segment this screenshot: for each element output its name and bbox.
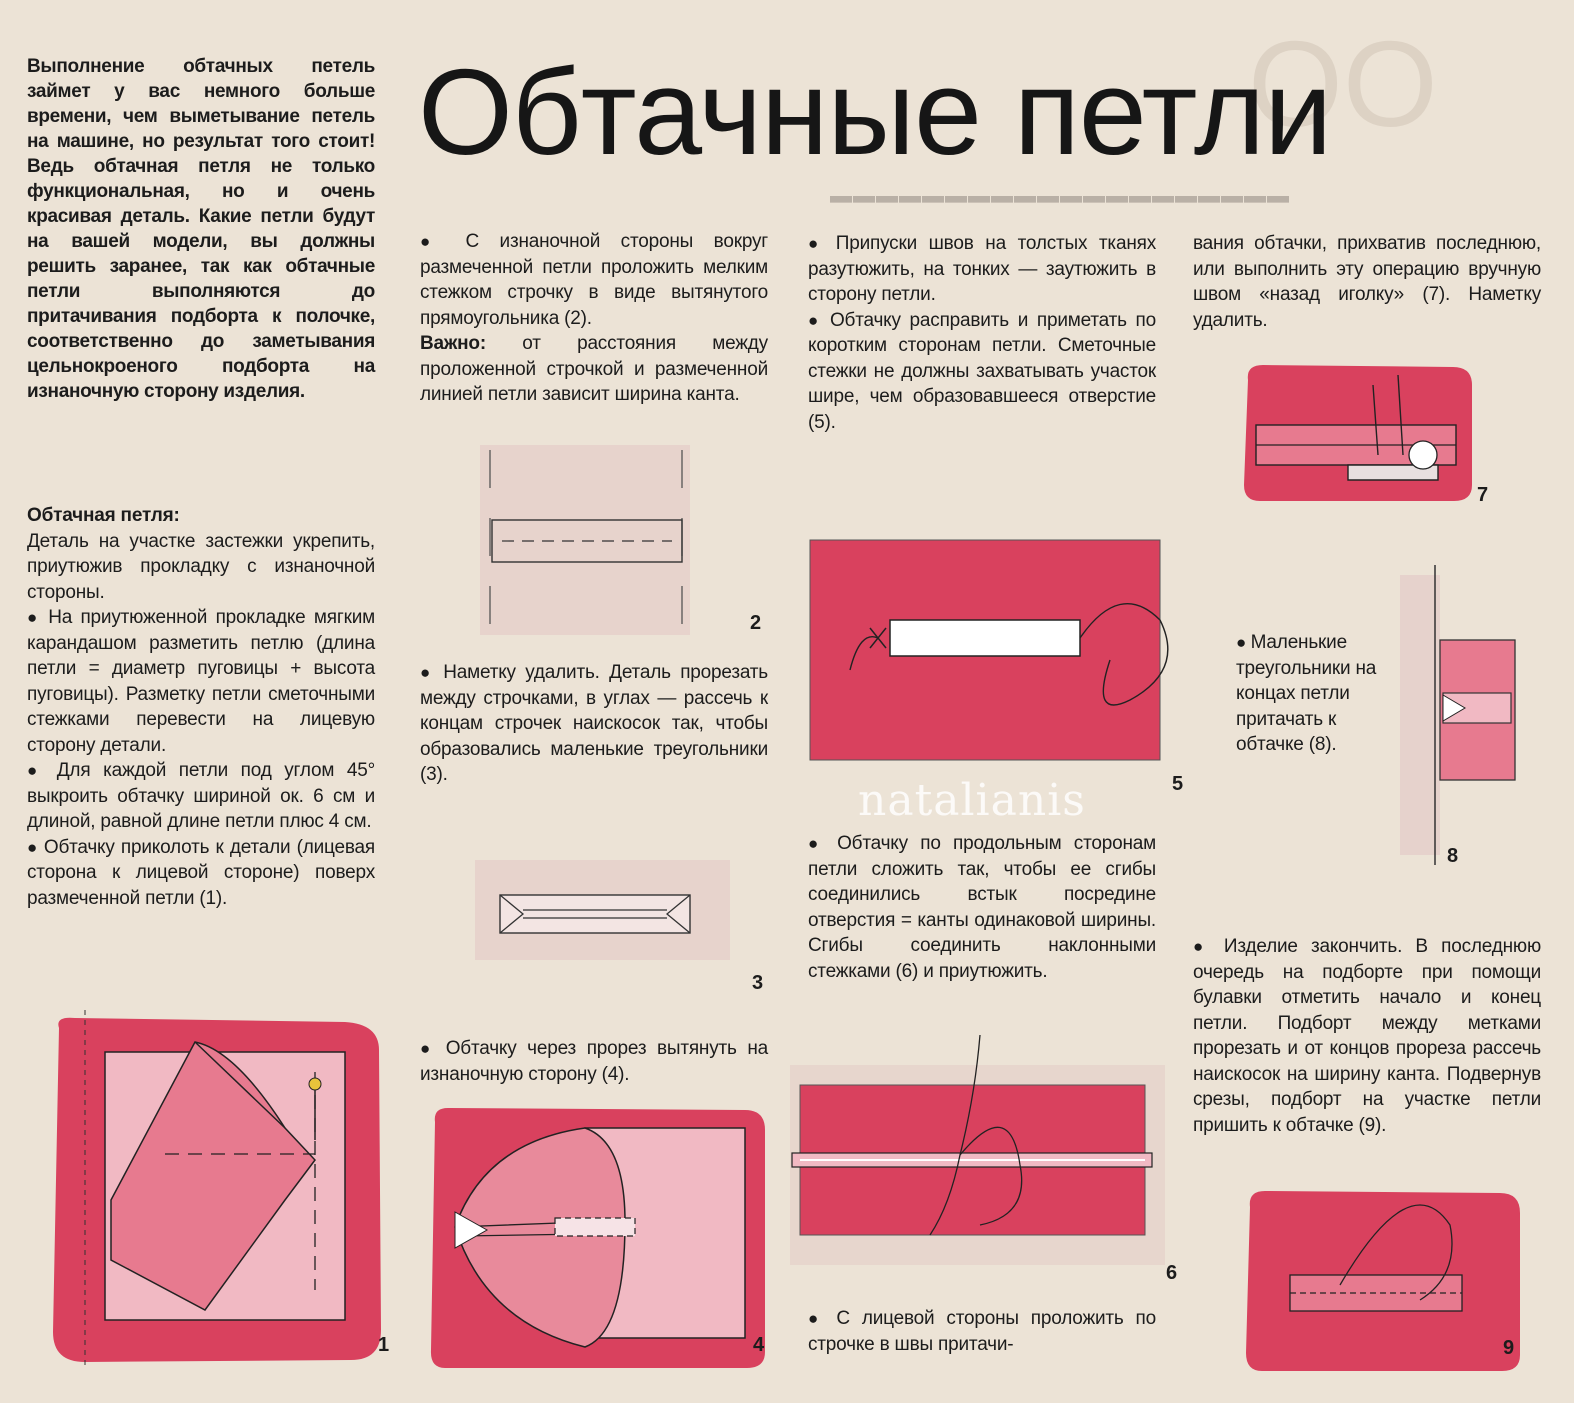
paragraph: вания обтачки, прихватив последнюю, или … [1193,233,1541,331]
figure-2-number: 2 [750,612,762,634]
figure-2-illustration [480,445,690,635]
column-2-top: С изнаночной стороны вокруг размеченной … [420,229,768,408]
figure-3-illustration [475,860,730,960]
paragraph: от расстояния между проложенной строчкой… [420,333,768,405]
column-4-top: вания обтачки, прихватив последнюю, или … [1193,231,1541,333]
figure-6-number: 6 [1166,1262,1178,1284]
figure-7-number: 7 [1477,484,1489,506]
column-3-bottom: С лицевой стороны проложить по строчке в… [808,1306,1156,1357]
paragraph: С лицевой стороны проложить по строчке в… [808,1306,1156,1357]
paragraph: Маленькие треугольники на концах петли п… [1236,630,1396,758]
paragraph: Для каждой петли под углом 45° выкроить … [27,758,375,835]
column-4-bottom: Изделие закончить. В последнюю очередь н… [1193,934,1541,1138]
figure-5-illustration [809,539,1169,761]
paragraph: С изнаночной стороны вокруг размеченной … [420,229,768,331]
figure-7-illustration [1244,365,1472,501]
watermark: natalianis [858,775,1086,826]
paragraph: Припуски швов на толстых тканях разутюжи… [808,231,1156,308]
paragraph: На приутюженной прокладке мягким каранда… [27,605,375,758]
section-heading: Обтачная петля: [27,505,180,526]
figure-9-number: 9 [1503,1337,1515,1359]
figure-8-illustration [1400,565,1516,865]
paragraph: Наметку удалить. Деталь прорезать между … [420,660,768,788]
intro-text: Выполнение обтачных петель займет у вас … [27,56,375,402]
column-3-top: Припуски швов на толстых тканях разутюжи… [808,231,1156,435]
figure-8-number: 8 [1447,845,1459,867]
page-title: Обтачные петли [418,44,1332,180]
paragraph: Изделие закончить. В последнюю очередь н… [1193,934,1541,1138]
figure-9-illustration [1246,1191,1520,1371]
important-label: Важно: [420,333,486,354]
column-2-mid: Наметку удалить. Деталь прорезать между … [420,660,768,788]
paragraph: Обтачку через прорез вытянуть на изнаноч… [420,1036,768,1087]
paragraph: Обтачку приколоть к детали (лицевая стор… [27,835,375,912]
figure-5-number: 5 [1172,773,1184,795]
column-1: Обтачная петля: Деталь на участке застеж… [27,503,375,911]
figure-1-number: 1 [378,1334,390,1356]
column-3-mid: Обтачку по продольным сторонам петли сло… [808,831,1156,984]
column-2-bottom: Обтачку через прорез вытянуть на изнаноч… [420,1036,768,1087]
paragraph: Обтачку расправить и приметать по коротк… [808,308,1156,436]
figure-6-illustration [790,1035,1165,1265]
figure-4-number: 4 [753,1334,765,1356]
figure-4-illustration [430,1107,765,1368]
ghost-mirrored-text: ▬▬▬▬▬▬▬▬▬▬▬▬▬▬▬▬▬▬▬▬ [830,191,1290,216]
figure-3-number: 3 [752,972,764,994]
ghost-letters: OO [1248,16,1438,152]
paragraph: Обтачку по продольным сторонам петли сло… [808,831,1156,984]
column-4-mid: Маленькие треугольники на концах петли п… [1236,630,1396,758]
paragraph: Деталь на участке застежки укрепить, при… [27,530,375,603]
figure-1-illustration [53,1010,381,1368]
